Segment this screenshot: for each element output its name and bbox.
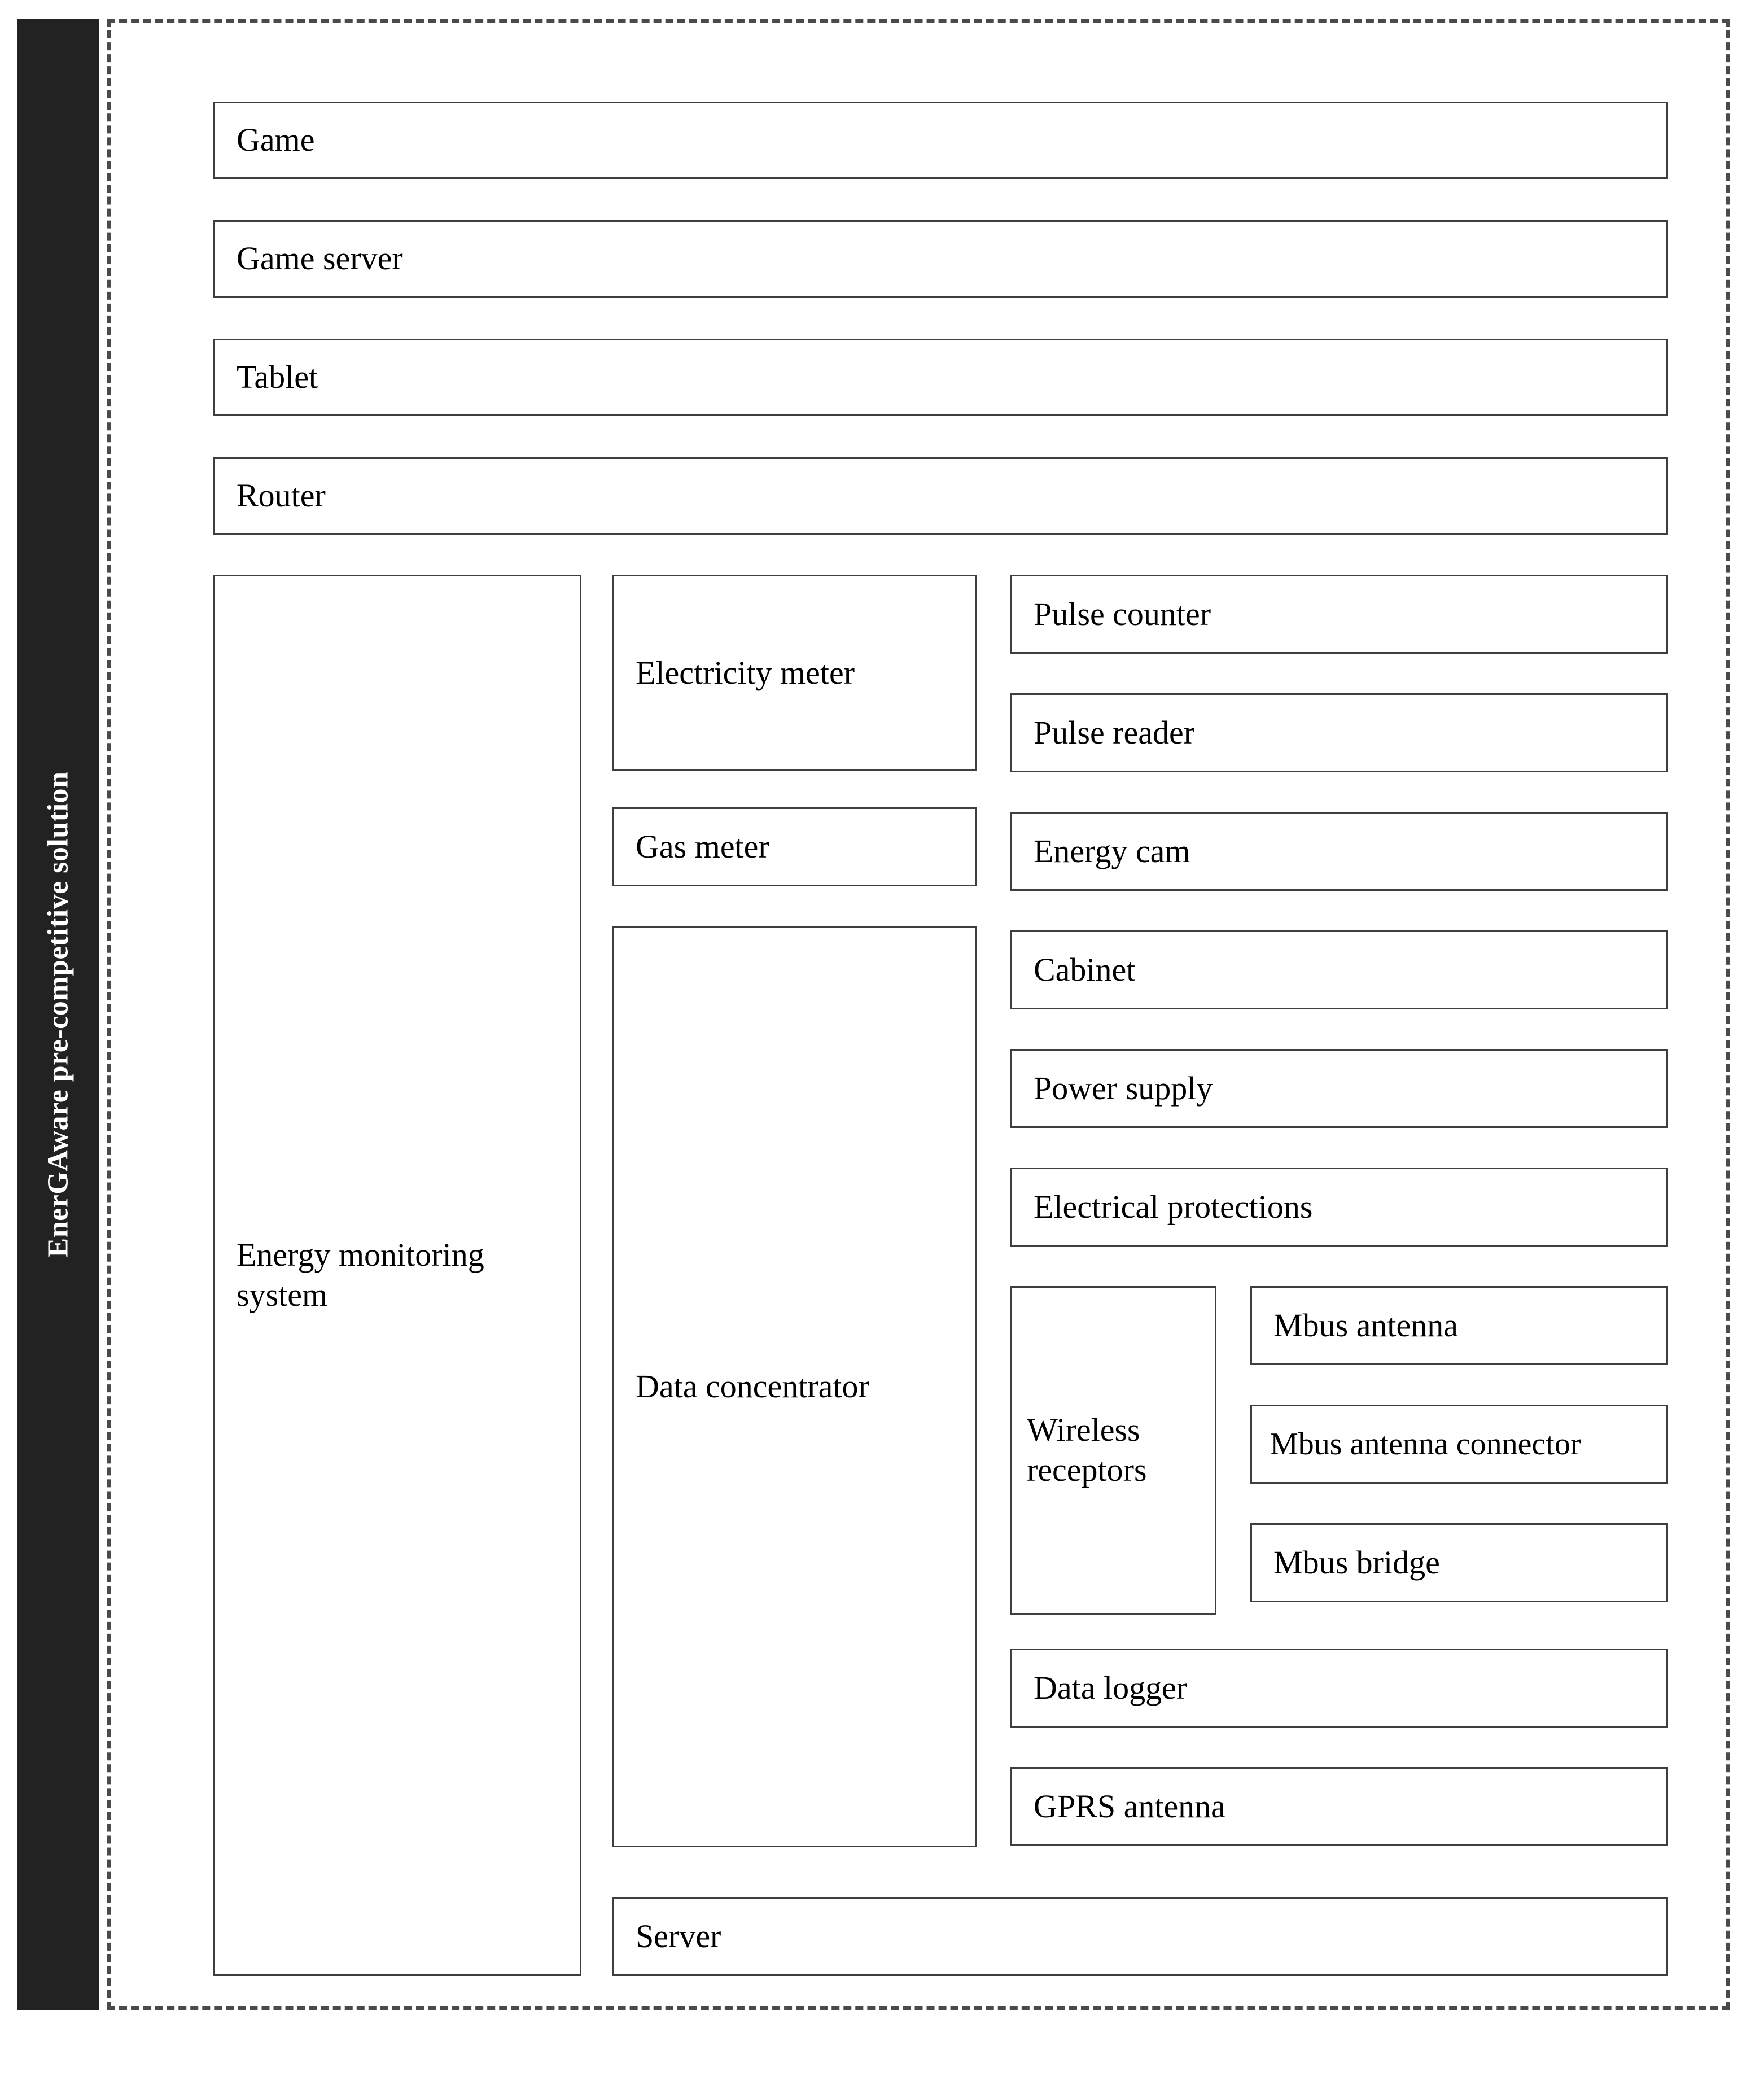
box-energy-cam[interactable]: Energy cam (1010, 812, 1668, 891)
box-data-concentrator[interactable]: Data concentrator (612, 926, 977, 1847)
box-power-supply[interactable]: Power supply (1010, 1049, 1668, 1128)
box-game-server-label: Game server (237, 240, 403, 277)
box-energy-monitoring-system[interactable]: Energy monitoring system (213, 575, 581, 1976)
box-gas-meter-label: Gas meter (636, 828, 769, 865)
box-pulse-reader[interactable]: Pulse reader (1010, 693, 1668, 772)
box-router-label: Router (237, 477, 326, 514)
box-electrical-protections-label: Electrical protections (1034, 1188, 1313, 1225)
box-mbus-antenna-connector-label: Mbus antenna connector (1270, 1426, 1581, 1462)
box-pulse-counter[interactable]: Pulse counter (1010, 575, 1668, 654)
vertical-title-text: EnerGAware pre-competitive solution (42, 771, 75, 1257)
box-data-concentrator-label: Data concentrator (636, 1367, 869, 1405)
box-energy-cam-label: Energy cam (1034, 832, 1190, 869)
box-tablet-label: Tablet (237, 358, 318, 396)
box-pulse-reader-label: Pulse reader (1034, 714, 1195, 751)
box-server[interactable]: Server (612, 1897, 1668, 1976)
box-game-label: Game (237, 121, 315, 159)
box-game[interactable]: Game (213, 102, 1668, 179)
box-mbus-bridge-label: Mbus bridge (1273, 1543, 1440, 1581)
box-game-server[interactable]: Game server (213, 220, 1668, 298)
box-gprs-antenna[interactable]: GPRS antenna (1010, 1767, 1668, 1846)
box-router[interactable]: Router (213, 457, 1668, 535)
box-cabinet-label: Cabinet (1034, 951, 1136, 988)
box-data-logger-label: Data logger (1034, 1669, 1188, 1706)
box-power-supply-label: Power supply (1034, 1069, 1213, 1107)
box-server-label: Server (636, 1917, 721, 1954)
box-cabinet[interactable]: Cabinet (1010, 930, 1668, 1009)
box-mbus-antenna[interactable]: Mbus antenna (1250, 1286, 1668, 1365)
box-gprs-antenna-label: GPRS antenna (1034, 1787, 1225, 1825)
vertical-title-bar: EnerGAware pre-competitive solution (17, 19, 99, 2010)
box-pulse-counter-label: Pulse counter (1034, 595, 1211, 632)
box-mbus-antenna-connector[interactable]: Mbus antenna connector (1250, 1405, 1668, 1484)
box-data-logger[interactable]: Data logger (1010, 1649, 1668, 1728)
box-electrical-protections[interactable]: Electrical protections (1010, 1168, 1668, 1247)
box-mbus-antenna-label: Mbus antenna (1273, 1306, 1458, 1344)
box-wireless-receptors[interactable]: Wireless receptors (1010, 1286, 1216, 1615)
box-energy-monitoring-system-label: Energy monitoring system (237, 1236, 484, 1313)
box-tablet[interactable]: Tablet (213, 339, 1668, 416)
box-wireless-receptors-label: Wireless receptors (1027, 1411, 1147, 1488)
box-mbus-bridge[interactable]: Mbus bridge (1250, 1523, 1668, 1602)
diagram-outer-dashed-frame (107, 19, 1730, 2010)
box-gas-meter[interactable]: Gas meter (612, 807, 977, 886)
box-electricity-meter-label: Electricity meter (636, 654, 855, 691)
box-electricity-meter[interactable]: Electricity meter (612, 575, 977, 771)
